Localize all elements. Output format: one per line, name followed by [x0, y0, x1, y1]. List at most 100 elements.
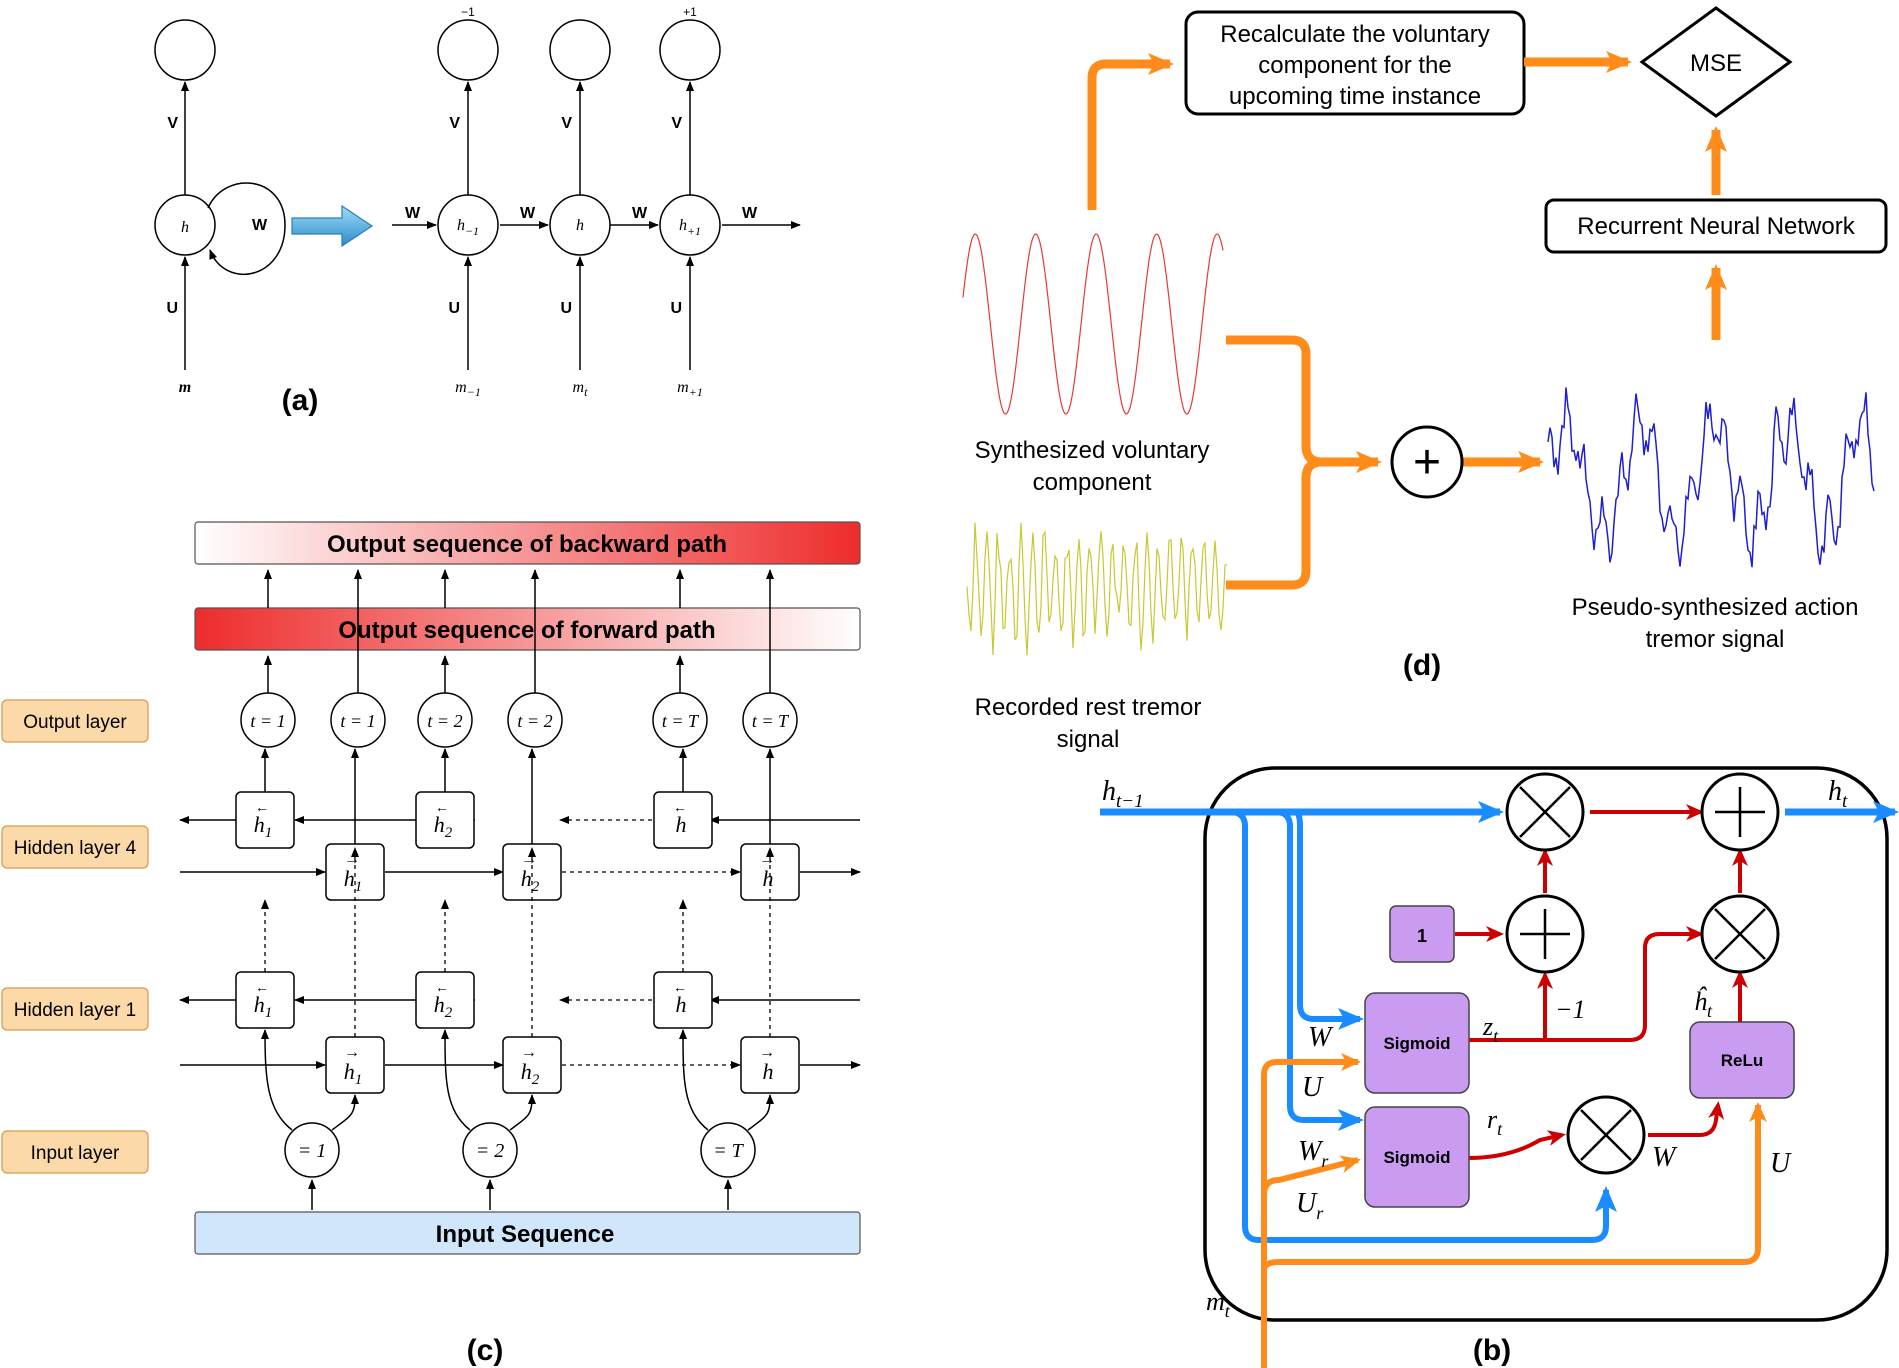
constant-one-box — [1389, 905, 1455, 963]
U-relu-label: U — [1770, 1148, 1792, 1179]
folded-hidden-label: h — [181, 219, 189, 236]
backward-arrow-icon: ← — [435, 799, 449, 815]
forward-hidden-label: h — [763, 1059, 774, 1084]
input-sequence-bar — [194, 1211, 861, 1255]
layer-labels: Output layer Hidden layer 4 Hidden layer… — [1, 699, 149, 1174]
input-node — [284, 1122, 340, 1178]
output-superscript: +1 — [683, 5, 697, 19]
voluntary-waveform — [962, 233, 1224, 415]
backward-hidden-label: h1 — [254, 812, 273, 841]
backward-arrow-icon: ← — [435, 979, 449, 995]
forward-hidden-label: h2 — [521, 1059, 540, 1088]
action-label-1: Pseudo-synthesized action — [1572, 594, 1859, 621]
op-mult-mid — [1700, 894, 1780, 974]
multiply-icon — [1580, 1109, 1632, 1161]
red-z-to-sum — [1468, 971, 1553, 1042]
backward-hidden-label: h1 — [254, 992, 273, 1021]
W-label: W — [520, 205, 536, 222]
op-sum-top — [1700, 772, 1780, 852]
V-label: V — [449, 115, 460, 132]
input-to-forward-edge — [331, 1094, 359, 1131]
flow-voluntary-to-sum — [1226, 335, 1382, 473]
blue-h-to-sigmoid-r — [1274, 809, 1364, 1131]
relu-label: ReLu — [1721, 1051, 1764, 1070]
unfold-arrow-icon — [291, 204, 374, 248]
output-node — [240, 692, 296, 748]
layer-label-box — [1, 1130, 149, 1174]
op-mult-reset — [1566, 1095, 1646, 1175]
rest-label-1: Recorded rest tremor — [975, 694, 1202, 721]
input-sequence-label: Input Sequence — [436, 1221, 615, 1248]
hidden-label: h−1 — [457, 217, 479, 238]
z-t-label: zt — [1482, 1012, 1499, 1046]
sigmoid-r-box — [1364, 1106, 1470, 1208]
input-node — [462, 1122, 518, 1178]
relu-box — [1689, 1021, 1795, 1099]
forward-hidden-label: h1 — [344, 1059, 363, 1088]
folded-output-node — [154, 19, 216, 81]
hidden-label: h — [576, 217, 584, 234]
W-label: W — [1308, 1022, 1334, 1053]
output-backward-label: Output sequence of backward path — [327, 531, 727, 558]
caption-a: (a) — [282, 384, 319, 417]
W-label: W — [742, 205, 758, 222]
output-node — [330, 692, 386, 748]
input-label: mt — [573, 379, 589, 399]
output-node — [652, 692, 708, 748]
folded-input: m — [179, 379, 191, 396]
caption-d: (d) — [1403, 649, 1441, 682]
input-to-backward-edge — [261, 1029, 293, 1131]
backward-hidden-label: h — [676, 992, 687, 1017]
input-to-forward-edge — [509, 1094, 536, 1131]
r-t-label: rt — [1487, 1105, 1503, 1139]
folded-W: W — [252, 217, 268, 234]
forward-hidden-label: h — [763, 866, 774, 891]
multiply-icon — [1714, 908, 1766, 960]
layer-label-box — [1, 699, 149, 743]
unfolded-output-node — [437, 19, 499, 81]
sigmoid-r-label: Sigmoid — [1383, 1148, 1450, 1167]
folded-recurrent-loop — [207, 182, 286, 275]
forward-hidden-label: h1 — [344, 866, 363, 895]
W-label: W — [632, 205, 648, 222]
backward-arrow-icon: ← — [255, 799, 269, 815]
backward-arrow-icon: ← — [673, 979, 687, 995]
U-label: U — [448, 300, 460, 317]
constant-one-label: 1 — [1417, 926, 1427, 946]
caption-b: (b) — [1473, 1334, 1511, 1367]
forward-hidden-label: h2 — [521, 866, 540, 895]
U-label: U — [670, 300, 682, 317]
U-r-label: Ur — [1296, 1188, 1324, 1223]
op-sum-mid — [1505, 894, 1585, 974]
input-label: m−1 — [455, 379, 481, 399]
output-node — [742, 692, 798, 748]
orange-m-to-sigmoid-r — [1261, 1155, 1361, 1196]
mse-diamond — [1639, 6, 1793, 118]
folded-hidden-node — [154, 194, 216, 256]
blue-h-to-sigmoid-z — [1294, 809, 1364, 1030]
forward-arrow-icon: → — [344, 1044, 360, 1061]
layer-label-hidden1: Hidden layer 1 — [14, 1000, 137, 1021]
U-label: U — [560, 300, 572, 317]
unfolded-output-node — [549, 19, 611, 81]
folded-V: V — [167, 115, 178, 132]
input-label: m+1 — [677, 379, 703, 399]
layer-label-output: Output layer — [23, 712, 127, 733]
orange-m-to-sigmoid-z — [1261, 1053, 1361, 1320]
layer-label-hidden4: Hidden layer 4 — [14, 838, 137, 859]
rnn-label: Recurrent Neural Network — [1577, 213, 1855, 240]
panel-b: 1 Sigmoid Sigmoid ReLu ht−1 ht mt zt rt … — [1100, 766, 1899, 1368]
h-hat-label: ĥt — [1694, 987, 1713, 1021]
minus-one-label: −1 — [1555, 995, 1586, 1024]
voluntary-label-2: component — [1033, 469, 1152, 496]
output-node — [507, 692, 563, 748]
recalc-line-3: upcoming time instance — [1229, 83, 1481, 110]
op-mult-top — [1505, 772, 1585, 852]
flow-to-recalc — [1087, 53, 1174, 210]
output-superscript: −1 — [461, 5, 475, 19]
layer-label-box — [1, 987, 149, 1031]
caption-c: (c) — [467, 1334, 504, 1367]
input-to-forward-edge — [747, 1094, 774, 1131]
